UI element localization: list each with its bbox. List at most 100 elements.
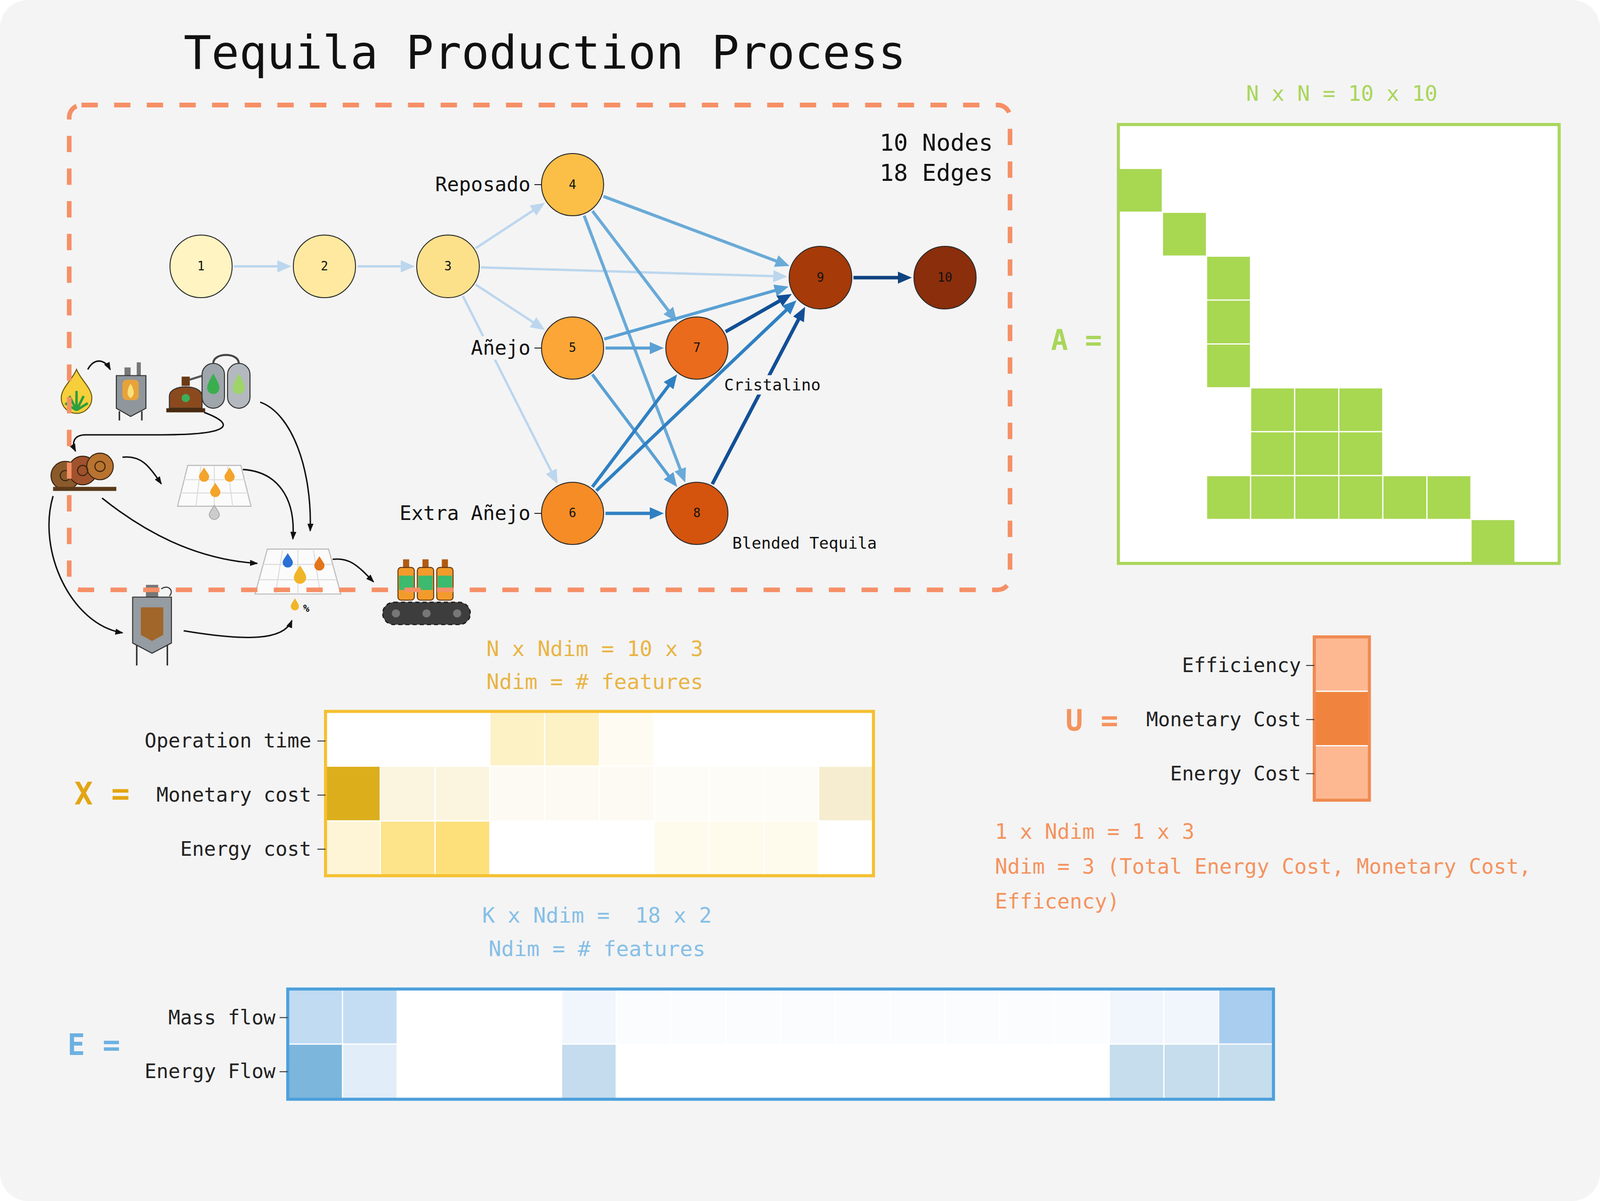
matrix-cell [1294, 475, 1340, 520]
drawing-part [422, 609, 431, 618]
drawing-part [140, 606, 164, 641]
matrix-cell [380, 711, 436, 766]
matrix-cell [1250, 256, 1295, 300]
matrix-cell [1426, 168, 1471, 213]
matrix-cell [1338, 256, 1383, 300]
matrix-cell [1470, 124, 1516, 169]
matrix-cell [616, 1043, 671, 1099]
matrix-cell [1163, 1043, 1219, 1099]
row-label: Mass flow [168, 1005, 276, 1029]
matrix-cell [1338, 475, 1383, 520]
agave-icon [61, 369, 92, 413]
matrix-cell [397, 988, 453, 1044]
node-number: 5 [568, 340, 577, 356]
drawing-part [177, 465, 251, 507]
matrix-cell [1382, 256, 1428, 300]
matrix-cell [945, 988, 1000, 1044]
matrix-cell [1338, 387, 1383, 432]
matrix-cell [1250, 168, 1295, 213]
axis-tick [1306, 773, 1315, 775]
drawing-part [210, 482, 221, 497]
leader-line [534, 347, 542, 349]
matrix-cell [1294, 168, 1340, 213]
matrix-cell [1426, 431, 1471, 476]
matrix-cell [1426, 387, 1471, 432]
axis-tick [317, 740, 326, 742]
drawing-part [116, 375, 146, 417]
matrix-cell [342, 988, 397, 1044]
node-number: 7 [693, 340, 701, 356]
node-number: 10 [937, 270, 953, 285]
matrix-cell [506, 988, 562, 1044]
matrix-cell [670, 988, 726, 1044]
matrix-cell [670, 1043, 726, 1099]
drawing-part [181, 393, 190, 402]
drawing-part [382, 602, 471, 625]
matrix-cell [1250, 387, 1295, 432]
drawing-part [207, 373, 220, 394]
process-node: 3 [416, 234, 480, 298]
matrix-cell [1118, 387, 1163, 432]
flow-arrow [480, 267, 781, 277]
process-node: 5Añejo [541, 316, 605, 380]
axis-tick [279, 1017, 288, 1019]
node-label: Reposado [432, 172, 534, 197]
axis-tick [1306, 664, 1315, 666]
matrix-cell [489, 820, 545, 876]
row-label: Monetary cost [156, 783, 312, 807]
matrix-cell [1515, 475, 1560, 520]
drawing-part [48, 495, 123, 633]
matrix-cell [1294, 299, 1340, 344]
drawing-part [73, 412, 224, 452]
matrix-cell [1109, 1043, 1164, 1099]
matrix-cell [1218, 988, 1274, 1044]
matrix-note: Ndim = # features [488, 936, 706, 962]
matrix-cell [1515, 168, 1560, 213]
node-feature-matrix [325, 711, 874, 876]
matrix-cell [325, 820, 380, 876]
matrix-cell [889, 1043, 945, 1099]
process-node: 6Extra Añejo [541, 481, 605, 545]
drawing-part [422, 559, 429, 568]
matrix-cell [1206, 124, 1251, 169]
matrix-cell [1426, 124, 1471, 169]
drawing-part [232, 373, 245, 394]
matrix-cell [1206, 475, 1251, 520]
drawing-part [166, 408, 205, 413]
barrels-icon [50, 452, 117, 491]
matrix-cell [342, 1043, 397, 1099]
drawing-part [127, 383, 134, 398]
drawing-part [290, 597, 299, 611]
matrix-cell [654, 766, 710, 821]
matrix-cell [1206, 387, 1251, 432]
matrix-cell [1470, 256, 1516, 300]
flow-arrow [234, 265, 285, 268]
matrix-cell [1162, 387, 1207, 432]
global-feature-vector [1314, 636, 1370, 800]
node-number: 6 [568, 505, 577, 521]
matrix-cell [1470, 212, 1516, 257]
matrix-cell [818, 766, 874, 821]
axis-tick [317, 794, 326, 796]
drawing-part [136, 362, 141, 376]
matrix-cell [1382, 343, 1428, 388]
matrix-cell [1426, 212, 1471, 257]
matrix-cell [1250, 475, 1295, 520]
row-label: Energy Cost [1170, 761, 1302, 785]
matrix-cell [287, 1043, 343, 1099]
matrix-cell [1294, 124, 1340, 169]
drawing-part [86, 452, 114, 480]
matrix-dimension: N x Ndim = 10 x 3 [486, 636, 704, 662]
matrix-border [325, 711, 874, 876]
matrix-note: Ndim = 3 (Total Energy Cost, Monetary Co… [994, 848, 1575, 919]
matrix-cell [1382, 212, 1428, 257]
aging-tank-icon [132, 584, 172, 666]
node-number: 9 [816, 270, 825, 285]
matrix-cell [1314, 636, 1370, 692]
matrix-cell [1206, 519, 1251, 564]
process-arrows [48, 361, 374, 638]
flow-arrow [605, 346, 657, 350]
matrix-cell [763, 711, 819, 766]
matrix-cell [1163, 988, 1219, 1044]
matrix-cell [1206, 299, 1251, 344]
